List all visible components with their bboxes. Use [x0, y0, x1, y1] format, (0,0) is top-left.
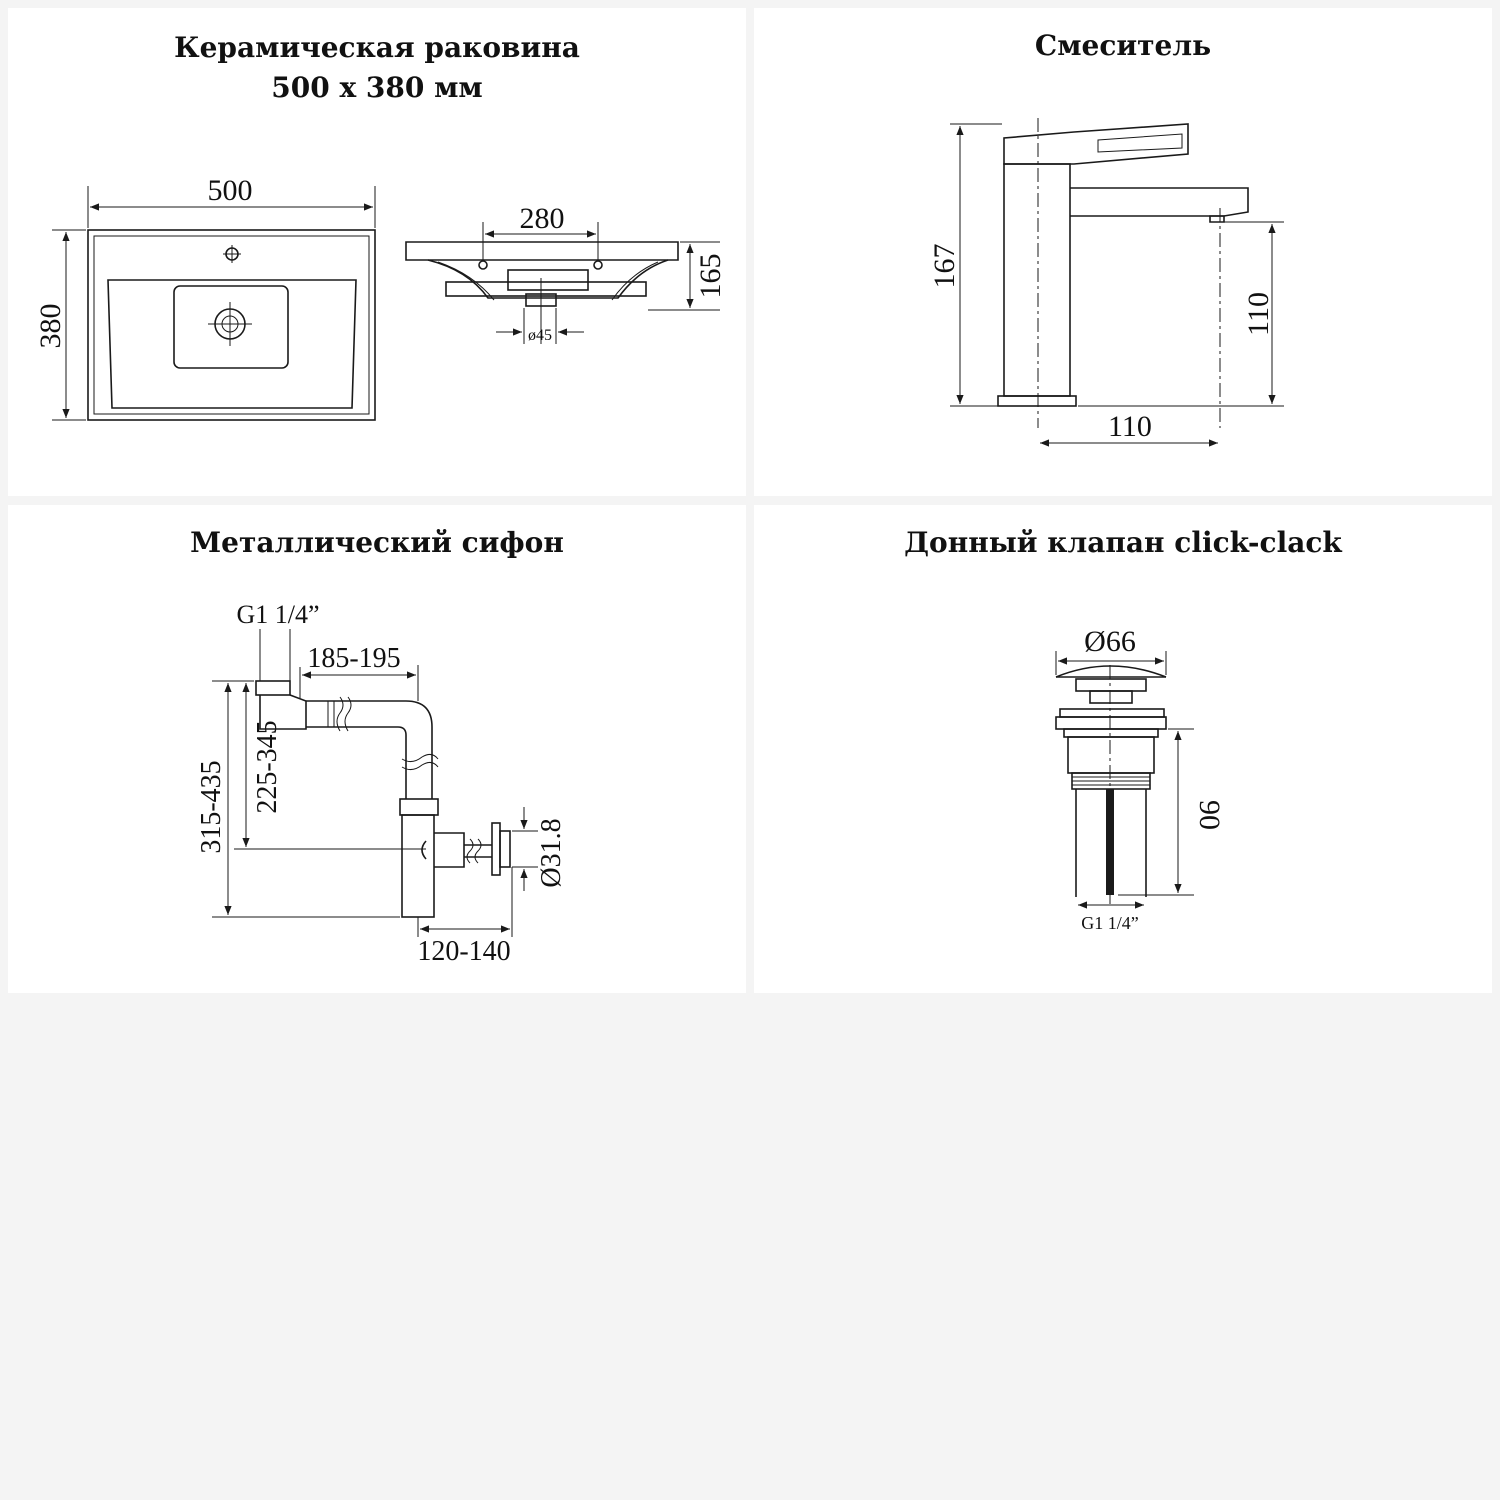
siphon-horizontal-label: 185-195	[307, 643, 400, 674]
siphon-total-height-label: 315-435	[196, 760, 227, 853]
mixer-title: Смеситель	[1034, 29, 1212, 62]
panel-sink: Керамическая раковина 500 x 380 мм 500	[8, 8, 746, 496]
mixer-reach-label: 110	[1108, 410, 1152, 443]
valve-drawing: Ø66 90 G1 1/4”	[1055, 625, 1226, 933]
panel-siphon: Металлический сифон	[8, 505, 746, 993]
sink-drain-label: ø45	[528, 327, 552, 344]
sink-title-line1: Керамическая раковина	[174, 31, 580, 64]
siphon-outlet-reach-label: 120-140	[417, 936, 510, 967]
sink-holes-label: 280	[520, 202, 565, 235]
sink-width-label: 500	[208, 174, 253, 207]
siphon-drawing: G1 1/4” 185-195 315-435 225-345 Ø31.8 12…	[196, 600, 567, 967]
mixer-spout-height-label: 110	[1242, 292, 1275, 336]
valve-cap-label: Ø66	[1084, 625, 1136, 658]
sink-title-line2: 500 x 380 мм	[271, 71, 483, 104]
valve-title: Донный клапан click-clack	[904, 526, 1342, 559]
mixer-height-label: 167	[928, 244, 961, 289]
siphon-thread-label: G1 1/4”	[236, 600, 319, 629]
valve-thread-label: G1 1/4”	[1081, 913, 1139, 933]
sink-top-view	[87, 229, 376, 421]
panel-valve: Донный клапан click-clack	[754, 505, 1492, 993]
sink-drawing: 500 380 280 165	[34, 174, 727, 421]
siphon-title: Металлический сифон	[190, 526, 564, 559]
sink-height-label: 165	[694, 254, 727, 299]
sink-title: Керамическая раковина 500 x 380 мм	[8, 28, 746, 108]
valve-body	[1055, 665, 1167, 905]
valve-height-label: 90	[1193, 800, 1226, 830]
sink-depth-label: 380	[34, 304, 67, 349]
siphon-body	[255, 680, 511, 918]
sink-side-view	[405, 241, 679, 344]
siphon-upper-height-label: 225-345	[252, 720, 283, 813]
panel-mixer: Смеситель 167 110 110	[754, 8, 1492, 496]
mixer-drawing: 167 110 110	[928, 118, 1284, 447]
siphon-outlet-label: Ø31.8	[536, 818, 567, 887]
mixer-body	[997, 118, 1249, 428]
